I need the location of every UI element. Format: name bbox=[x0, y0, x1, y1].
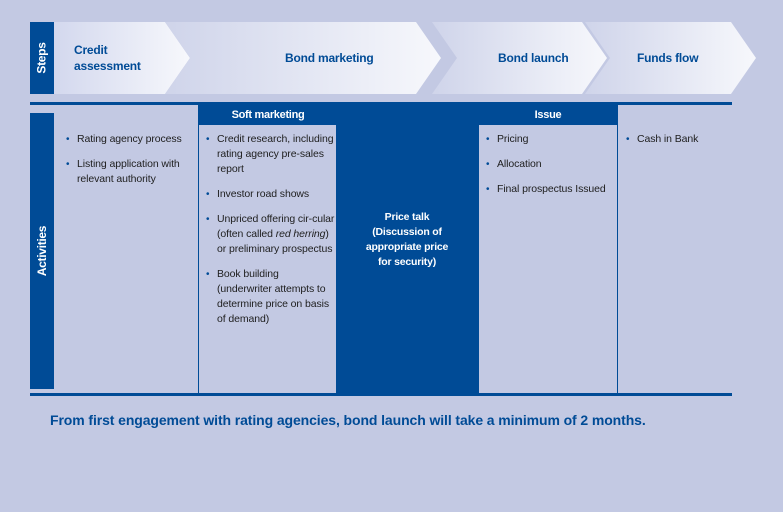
chevron-shape-icon bbox=[165, 22, 441, 94]
column-divider bbox=[198, 104, 199, 396]
step-label: Funds flow bbox=[637, 51, 699, 65]
activities-row-label: Activities bbox=[30, 113, 54, 389]
issue-header: Issue bbox=[478, 104, 618, 125]
activities-label-text: Activities bbox=[35, 225, 50, 277]
soft-marketing-header: Soft marketing bbox=[198, 104, 338, 125]
issue-left-border bbox=[476, 104, 479, 396]
step-label: Bond marketing bbox=[285, 51, 374, 65]
step-bond-marketing: Bond marketing bbox=[165, 22, 465, 94]
list-item: Unpriced offering cir-cular (often calle… bbox=[204, 212, 336, 257]
list-item: Credit research, including rating agency… bbox=[204, 132, 336, 177]
step-label-line2: assessment bbox=[74, 59, 141, 73]
footer-note: From first engagement with rating agenci… bbox=[50, 412, 646, 428]
chevron-shape-icon bbox=[54, 22, 190, 94]
bullet-text: Unpriced offering cir-cular (often calle… bbox=[217, 213, 335, 240]
bullet-text-italic: red herring bbox=[275, 228, 326, 240]
chevron-shape-icon bbox=[585, 22, 756, 94]
issue-activities: Pricing Allocation Final prospectus Issu… bbox=[484, 132, 612, 207]
list-item: Book building (underwriter attempts to d… bbox=[204, 267, 336, 327]
list-item: Investor road shows bbox=[204, 187, 336, 202]
step-label: Credit assessment bbox=[54, 42, 141, 74]
list-item: Listing application with relevant author… bbox=[64, 157, 194, 187]
price-talk-line: Price talk bbox=[384, 211, 430, 223]
column-divider bbox=[617, 104, 618, 396]
step-funds-flow: Funds flow bbox=[585, 22, 760, 94]
list-item: Pricing bbox=[484, 132, 612, 147]
steps-row-label: Steps bbox=[30, 22, 54, 94]
price-talk-line: appropriate price bbox=[365, 241, 449, 253]
soft-marketing-header-text: Soft marketing bbox=[231, 108, 305, 121]
funds-flow-activities: Cash in Bank bbox=[624, 132, 730, 157]
step-bond-launch: Bond launch bbox=[432, 22, 612, 94]
price-talk-line: (Discussion of bbox=[372, 226, 442, 238]
step-label-line1: Credit bbox=[74, 43, 108, 57]
credit-assessment-activities: Rating agency process Listing applicatio… bbox=[64, 132, 194, 197]
price-talk-line: for security) bbox=[377, 256, 437, 268]
bullet-text: ) or preliminary prospectus bbox=[217, 228, 333, 255]
list-item: Final prospectus Issued bbox=[484, 182, 612, 197]
list-item: Rating agency process bbox=[64, 132, 194, 147]
list-item: Cash in Bank bbox=[624, 132, 730, 147]
soft-marketing-activities: Credit research, including rating agency… bbox=[204, 132, 336, 337]
steps-label-text: Steps bbox=[35, 42, 49, 74]
issue-header-text: Issue bbox=[534, 108, 562, 121]
list-item: Allocation bbox=[484, 157, 612, 172]
chevron-shape-icon bbox=[432, 22, 607, 94]
table-top-rule bbox=[30, 102, 732, 105]
step-label: Bond launch bbox=[498, 51, 569, 65]
step-credit-assessment: Credit assessment bbox=[54, 22, 191, 94]
price-talk-text: Price talk (Discussion of appropriate pr… bbox=[336, 210, 478, 270]
price-talk-column: Price talk (Discussion of appropriate pr… bbox=[336, 104, 478, 396]
